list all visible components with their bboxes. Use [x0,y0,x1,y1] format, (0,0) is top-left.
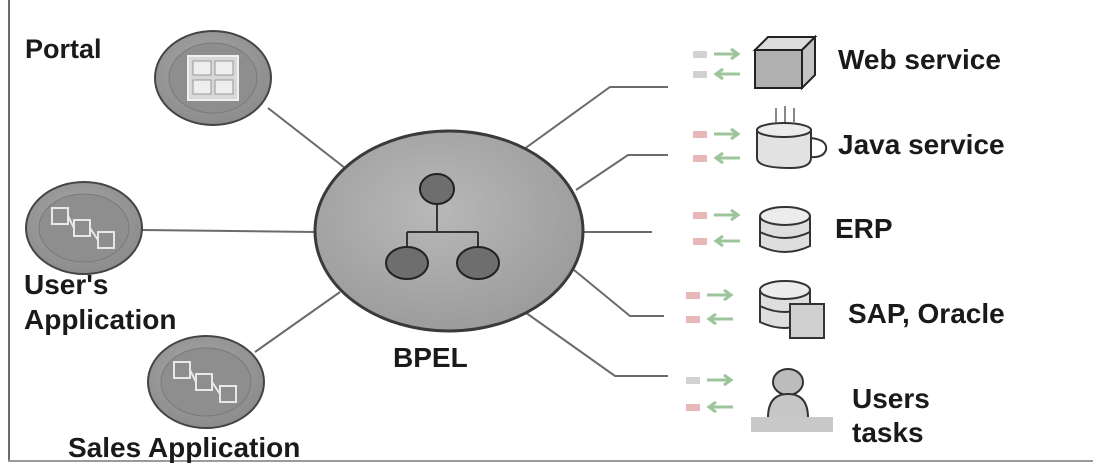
portal-node [154,30,272,126]
sales-application-label: Sales Application [68,432,301,463]
client-connectors [141,107,346,353]
users-application-label-line2: Application [24,304,177,335]
frame-left-border [8,0,10,462]
process-root-node [419,173,455,205]
users-application-node [25,181,143,275]
erp-arrows [693,208,741,248]
web-service-label: Web service [838,44,1001,75]
java-service-cup-icon [756,106,828,170]
users-tasks-label-line1: Users [852,383,930,414]
service-connectors [519,86,668,377]
portal-connector [267,107,346,169]
users-tasks-arrows [686,373,734,414]
message-arrows [686,47,741,414]
bpel-hub [313,129,585,333]
users-tasks-label-line2: tasks [852,417,924,448]
portal-label: Portal [25,34,102,64]
java-service-label: Java service [838,129,1005,160]
process-tree-icon [385,173,500,280]
web-service-arrows [693,47,741,81]
sales-application-connector [254,291,341,353]
java-service-arrows [693,127,741,165]
erp-database-icon [759,206,811,253]
bpel-label: BPEL [393,342,468,373]
process-child-right-node [456,246,500,280]
sap-oracle-label: SAP, Oracle [848,298,1005,329]
web-service-connector [519,86,668,153]
sales-application-flow-icon [173,361,237,403]
sap-oracle-connector [573,269,664,317]
sap-oracle-arrows [686,288,734,326]
web-service-cube-icon [752,34,818,91]
erp-label: ERP [835,213,893,244]
users-application-label-line1: User's [24,269,109,300]
users-tasks-connector [521,309,668,377]
sales-application-node [147,335,265,429]
users-tasks-person-icon [751,368,833,432]
java-service-connector [575,154,668,191]
users-application-flow-icon [51,207,115,249]
portal-window-icon [187,55,239,101]
process-child-left-node [385,246,429,280]
sap-oracle-database-icon [759,280,825,339]
frame-bottom-border [8,460,1093,462]
users-application-connector [141,229,316,233]
